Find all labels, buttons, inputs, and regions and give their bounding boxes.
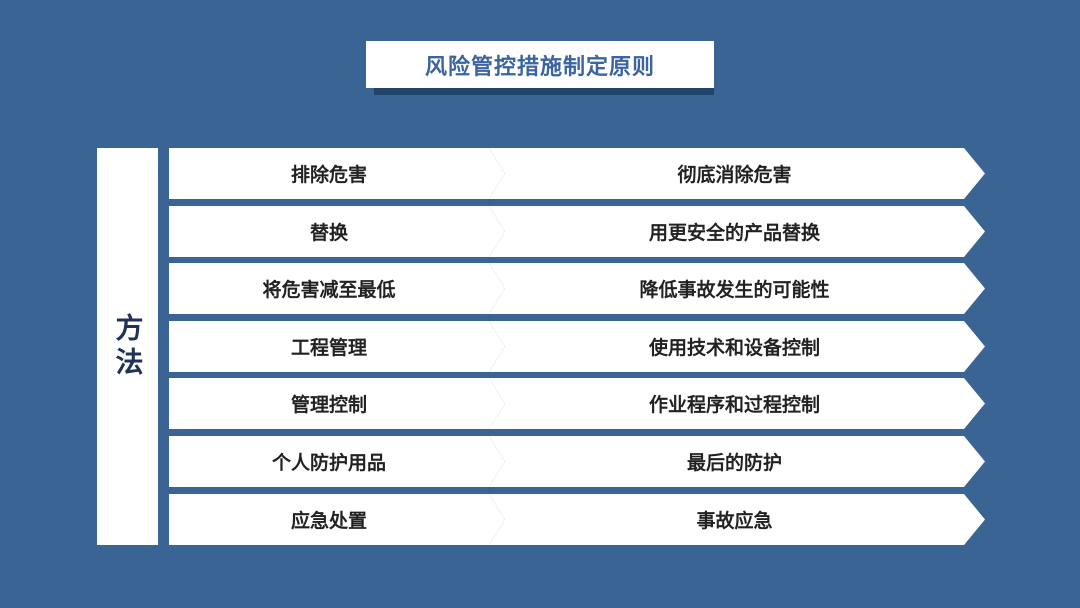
description-label: 彻底消除危害 — [677, 164, 792, 186]
description-cell — [489, 378, 985, 429]
measure-label: 个人防护用品 — [271, 452, 386, 474]
table-row: 管理控制 作业程序和过程控制 — [0, 378, 1080, 429]
method-column: 方法 — [97, 148, 158, 545]
measure-label: 将危害减至最低 — [262, 279, 396, 301]
title-banner: 风险管控措施制定原则 — [366, 41, 716, 96]
description-label: 降低事故发生的可能性 — [639, 279, 830, 301]
measure-cell — [169, 148, 505, 199]
measure-label: 替换 — [309, 222, 348, 244]
table-row: 个人防护用品 最后的防护 — [0, 436, 1080, 487]
description-cell — [489, 321, 985, 372]
table-row: 工程管理 使用技术和设备控制 — [0, 321, 1080, 372]
measure-label: 排除危害 — [290, 164, 367, 186]
table-row: 排除危害 彻底消除危害 — [0, 148, 1080, 199]
description-label: 作业程序和过程控制 — [648, 394, 820, 416]
page-title: 风险管控措施制定原则 — [366, 41, 714, 88]
measure-cell — [169, 206, 505, 257]
measure-label: 工程管理 — [290, 337, 367, 359]
description-cell — [489, 494, 985, 545]
table-row: 替换 用更安全的产品替换 — [0, 206, 1080, 257]
measure-cell — [169, 494, 505, 545]
description-cell — [489, 263, 985, 314]
method-label: 方法 — [111, 312, 145, 381]
table-row: 应急处置 事故应急 — [0, 494, 1080, 545]
description-cell — [489, 436, 985, 487]
measure-cell — [169, 263, 505, 314]
description-label: 使用技术和设备控制 — [648, 337, 820, 359]
description-label: 事故应急 — [696, 510, 773, 532]
measure-label: 应急处置 — [290, 510, 367, 532]
measure-label: 管理控制 — [290, 394, 367, 416]
table-row: 将危害减至最低 降低事故发生的可能性 — [0, 263, 1080, 314]
measure-cell — [169, 378, 505, 429]
measure-cell — [169, 436, 505, 487]
measure-cell — [169, 321, 505, 372]
description-label: 最后的防护 — [686, 452, 782, 474]
description-cell — [489, 148, 985, 199]
description-cell — [489, 206, 985, 257]
description-label: 用更安全的产品替换 — [648, 222, 820, 244]
